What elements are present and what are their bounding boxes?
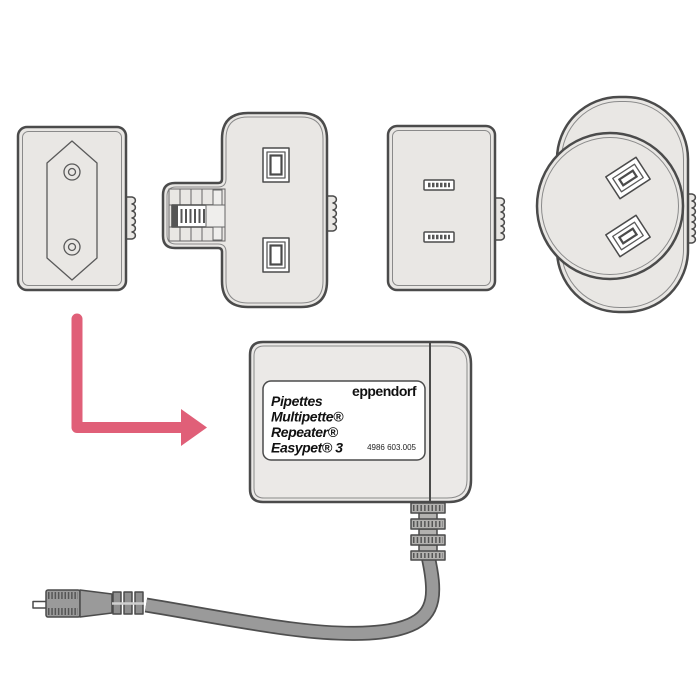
label-line-3: Repeater® xyxy=(271,424,339,440)
uk-adapter-icon xyxy=(161,111,338,309)
uk-slot-top xyxy=(262,147,290,183)
power-cable xyxy=(144,554,441,641)
label-line-2: Multipette® xyxy=(271,409,344,425)
us-adapter-icon xyxy=(386,124,506,292)
label-line-1: Pipettes xyxy=(271,393,323,409)
clip-rib xyxy=(494,197,506,241)
brand-logo: eppendorf xyxy=(352,383,417,399)
strain-relief xyxy=(410,502,446,561)
clip-rib xyxy=(125,196,137,240)
uk-earth-socket-detail xyxy=(168,188,226,242)
round-slot-top xyxy=(605,156,651,200)
clip-rib xyxy=(687,193,697,244)
us-slot-top xyxy=(423,179,455,191)
power-supply-unit: eppendorf Pipettes Multipette® Repeater®… xyxy=(248,340,473,504)
label-line-4: Easypet® 3 xyxy=(271,440,343,456)
round-slot-bottom xyxy=(605,214,651,258)
dc-plug-icon xyxy=(32,589,144,618)
europlug-adapter-icon xyxy=(16,125,137,292)
part-number: 4986 603.005 xyxy=(367,443,416,452)
uk-slot-bottom xyxy=(262,237,290,273)
clip-rib xyxy=(326,195,338,232)
europlug-face xyxy=(46,140,98,281)
round-adapter-icon xyxy=(535,95,697,314)
us-slot-bottom xyxy=(423,231,455,243)
arrow-icon xyxy=(71,313,207,446)
product-label xyxy=(262,380,426,461)
